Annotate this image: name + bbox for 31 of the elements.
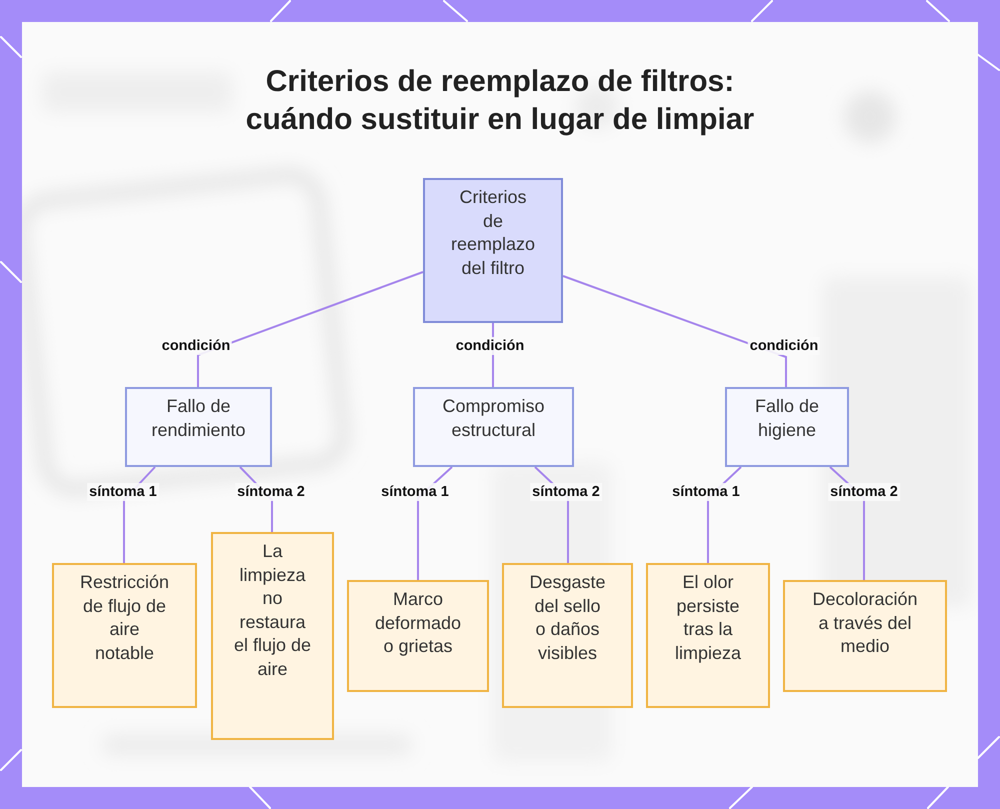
node-text: Fallo de higiene <box>754 395 820 442</box>
diagram-title: Criterios de reemplazo de filtros: cuándo sustituir en lugar de limpiar <box>244 64 756 138</box>
edge-label: síntoma 1 <box>87 483 159 501</box>
node-text: La limpieza no restaura el flujo de aire <box>232 540 312 680</box>
symptom-box <box>783 580 947 692</box>
edge-label: síntoma 2 <box>530 483 602 501</box>
condition-box <box>125 387 272 467</box>
connector-line <box>562 275 787 387</box>
edge-label: síntoma 1 <box>379 483 451 501</box>
node-text: Compromiso estructural <box>441 395 546 442</box>
edge-label: síntoma 2 <box>828 483 900 501</box>
condition-box <box>725 387 849 467</box>
symptom-box <box>211 532 334 740</box>
node-text: Fallo de rendimiento <box>150 395 247 442</box>
edge-label: síntoma 2 <box>235 483 307 501</box>
node-text: El olor persiste tras la limpieza <box>674 571 742 665</box>
symptom-box <box>646 563 770 708</box>
condition-box <box>413 387 574 467</box>
edge-label: síntoma 1 <box>670 483 742 501</box>
symptom-box <box>52 563 197 708</box>
node-text: Marco deformado o grietas <box>374 588 462 658</box>
symptom-box <box>347 580 489 692</box>
node-text: Restricción de flujo de aire notable <box>78 571 170 664</box>
edge-label: condición <box>454 337 526 355</box>
edge-label: condición <box>160 337 232 355</box>
root-box <box>423 178 563 323</box>
edge-label: condición <box>748 337 820 355</box>
node-text: Criterios de reemplazo del filtro <box>450 186 536 280</box>
node-text: Desgaste del sello o daños visibles <box>528 571 607 664</box>
symptom-box <box>502 563 633 708</box>
node-text: Decoloración a través del medio <box>811 588 919 658</box>
